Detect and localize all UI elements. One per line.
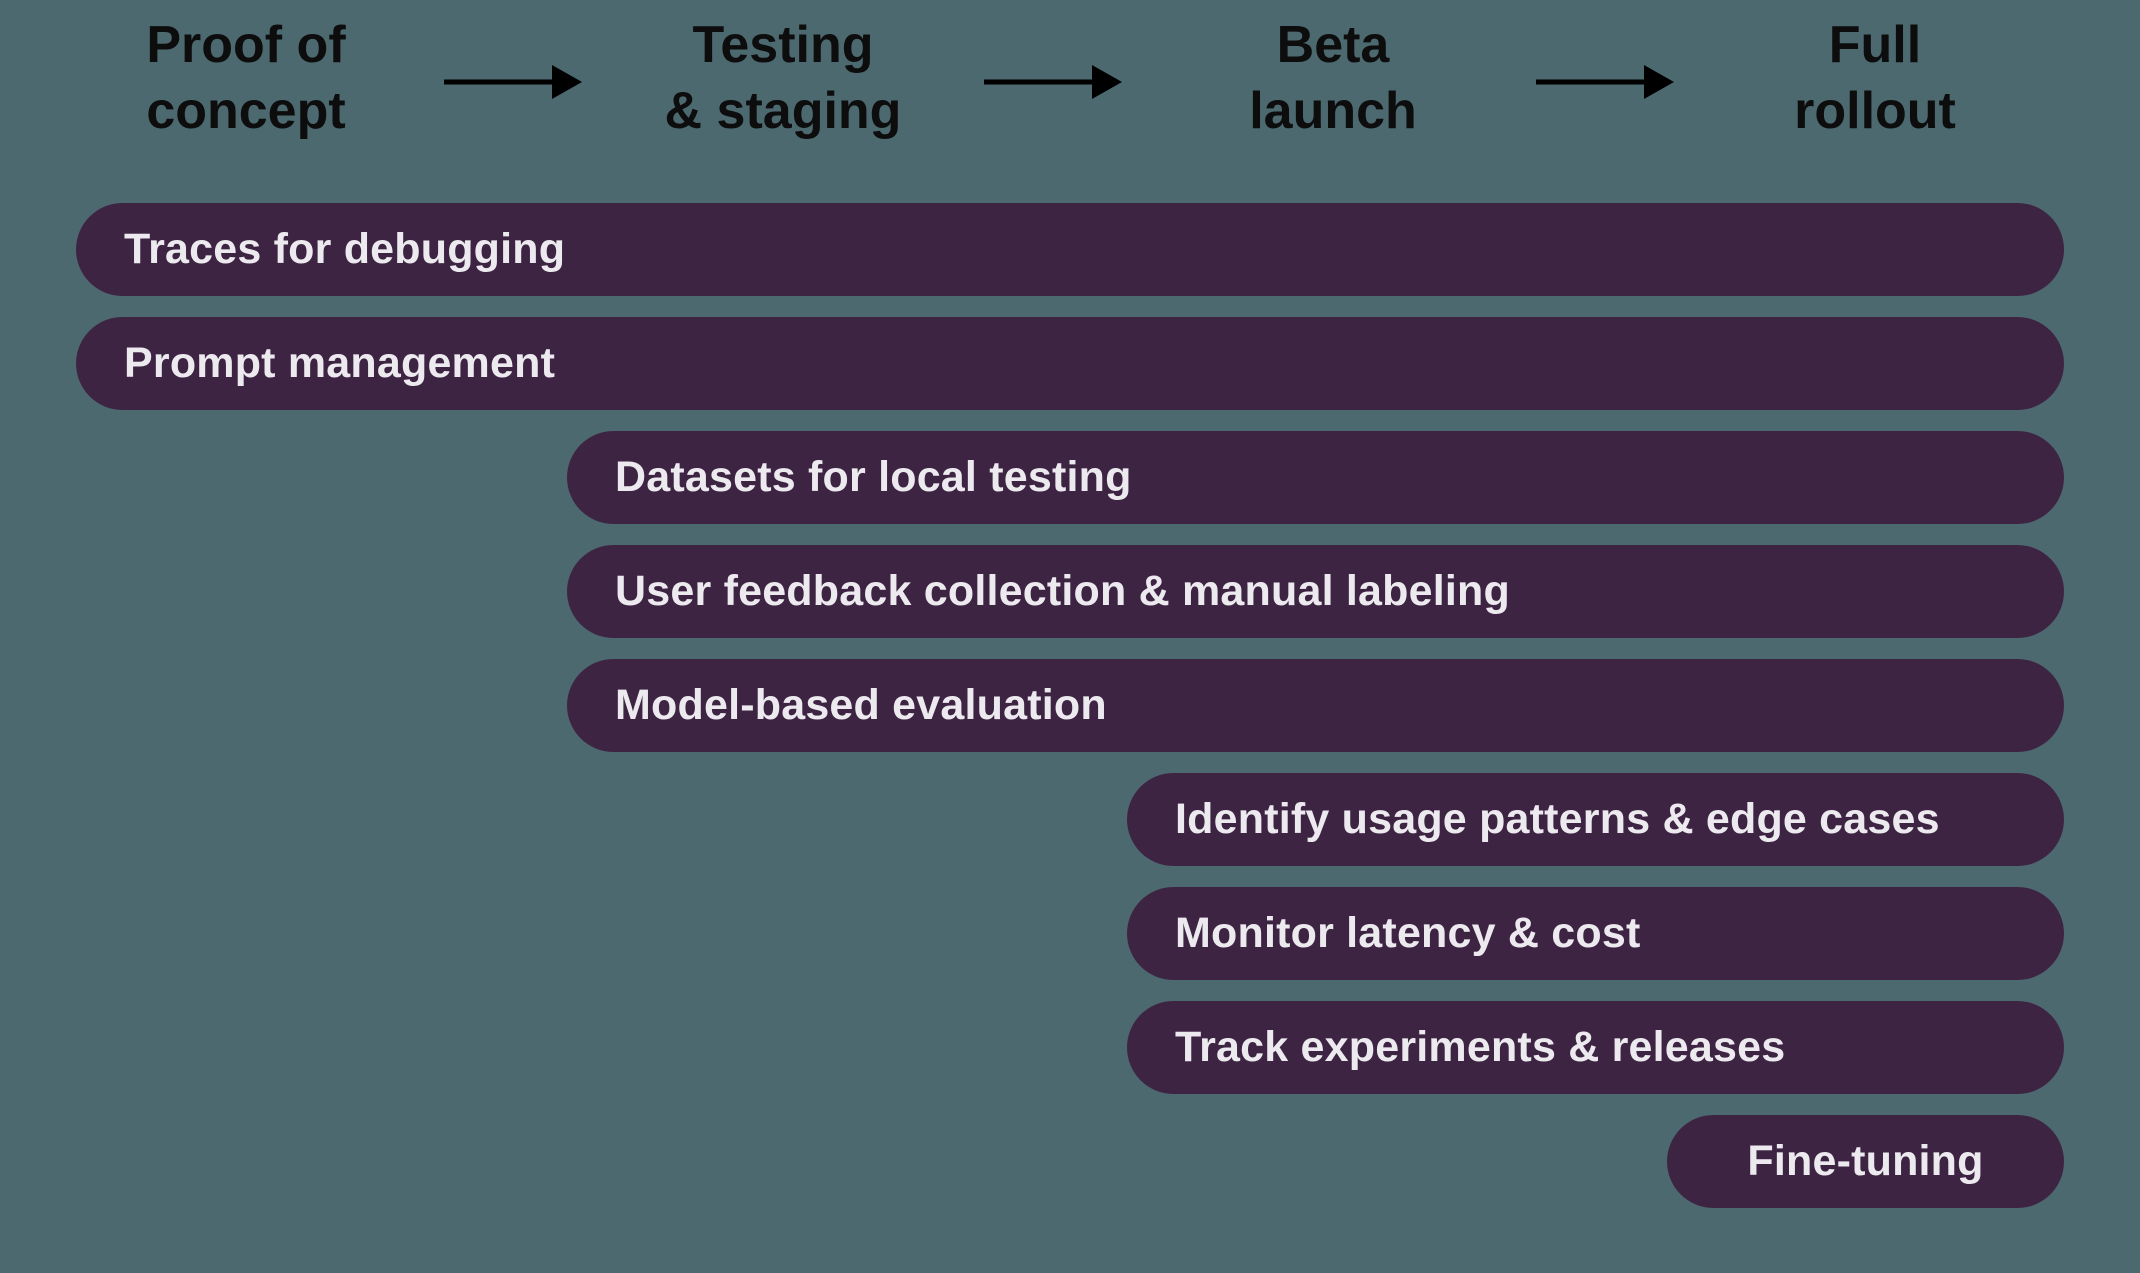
bar-label: Track experiments & releases	[1175, 1023, 1786, 1071]
arrow-right-icon	[984, 65, 1122, 99]
bar-label: User feedback collection & manual labeli…	[615, 567, 1510, 615]
bar-datasets-for-local-testing: Datasets for local testing	[567, 431, 2064, 524]
bar-prompt-management: Prompt management	[76, 317, 2064, 410]
bar-model-based-evaluation: Model-based evaluation	[567, 659, 2064, 752]
arrow-right-icon	[444, 65, 582, 99]
bar-traces-for-debugging: Traces for debugging	[76, 203, 2064, 296]
phase-label-proof-of-concept: Proof of concept	[146, 16, 346, 140]
phase-label-full-rollout: Full rollout	[1794, 16, 1956, 140]
bar-fine-tuning: Fine-tuning	[1667, 1115, 2064, 1208]
bar-identify-usage-patterns: Identify usage patterns & edge cases	[1127, 773, 2064, 866]
bar-monitor-latency-cost: Monitor latency & cost	[1127, 887, 2064, 980]
bar-label: Prompt management	[124, 339, 556, 387]
bar-label: Monitor latency & cost	[1175, 909, 1641, 957]
bar-user-feedback-collection: User feedback collection & manual labeli…	[567, 545, 2064, 638]
bar-label: Traces for debugging	[124, 225, 566, 273]
bar-track-experiments-releases: Track experiments & releases	[1127, 1001, 2064, 1094]
bar-label: Datasets for local testing	[615, 453, 1132, 501]
bar-label: Fine-tuning	[1747, 1137, 1984, 1185]
phase-label-beta-launch: Beta launch	[1249, 16, 1417, 140]
arrow-right-icon	[1536, 65, 1674, 99]
bar-label: Identify usage patterns & edge cases	[1175, 795, 1940, 843]
phase-label-testing-staging: Testing & staging	[664, 16, 902, 140]
bar-label: Model-based evaluation	[615, 681, 1107, 729]
